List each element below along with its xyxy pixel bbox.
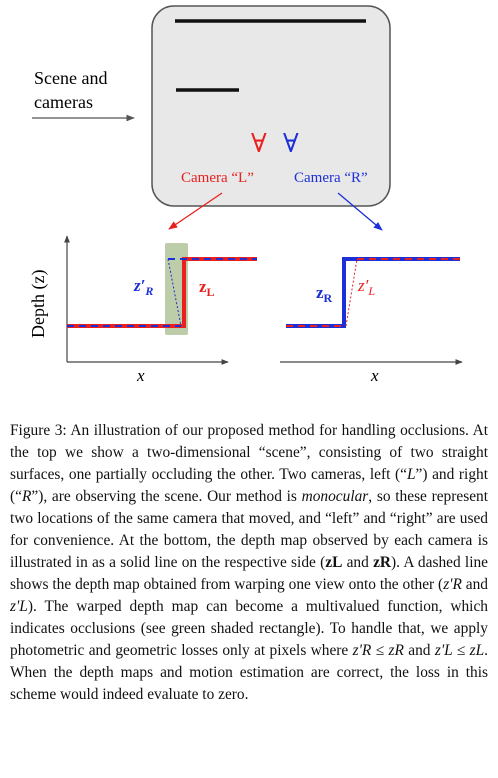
scene-label-line2: cameras <box>34 92 93 112</box>
caption-math-zL: zL <box>325 554 343 571</box>
caption-math-L: L <box>406 466 416 483</box>
camera-left-label: Camera “L” <box>181 170 254 186</box>
occlusion-figure: Scene and cameras ∀ ∀ Camera “L” Camera … <box>28 5 463 385</box>
caption-text: . When the depth maps and motion estimat… <box>10 642 488 703</box>
right-warped-depth-edge <box>345 258 358 327</box>
scene-box <box>151 5 391 207</box>
camera-right-arrow <box>337 192 383 231</box>
caption-text: ). A dashed line shows the depth map obt… <box>10 554 489 593</box>
caption-text: Figure 3: An illustration of our propose… <box>10 422 488 483</box>
right-warped-label: z′L <box>357 276 375 298</box>
caption-text: and <box>403 642 435 659</box>
left-warped-depth-edge <box>167 258 182 327</box>
caption-text: ). The warped depth map can become a mul… <box>10 598 488 659</box>
scene-label-line1: Scene and <box>34 68 107 88</box>
left-solid-depth <box>67 257 257 328</box>
caption-text: ”) and right (“ <box>10 466 488 505</box>
left-solid-label: zL <box>199 277 215 299</box>
caption-math-zpL: z'L <box>10 598 28 615</box>
left-plot-x-label: x <box>136 366 145 385</box>
caption-math-zpR: z'R <box>443 576 462 593</box>
right-plot-x-label: x <box>370 366 379 385</box>
caption-math-zR: zR <box>373 554 392 571</box>
left-warped-label: z′R <box>133 276 153 298</box>
camera-left-icon: ∀ <box>251 129 267 158</box>
caption-emphasis: monocular <box>301 488 369 505</box>
caption-text: and <box>342 554 374 571</box>
camera-left-arrow <box>168 192 223 230</box>
y-axis-label: Depth (z) <box>28 270 49 338</box>
caption-math-ineq2: z'L ≤ zL <box>434 642 485 659</box>
figure-caption: Figure 3: An illustration of our propose… <box>10 420 488 706</box>
right-solid-label: zR <box>316 283 333 305</box>
caption-text: and <box>461 576 488 593</box>
camera-right-icon: ∀ <box>283 129 299 158</box>
caption-math-R: R <box>21 488 32 505</box>
caption-text: , so these represent two locations of th… <box>10 488 488 571</box>
camera-right-label: Camera “R” <box>294 170 368 186</box>
caption-text: ”), are observing the scene. Our method … <box>31 488 302 505</box>
caption-math-ineq1: z'R ≤ zR <box>352 642 404 659</box>
